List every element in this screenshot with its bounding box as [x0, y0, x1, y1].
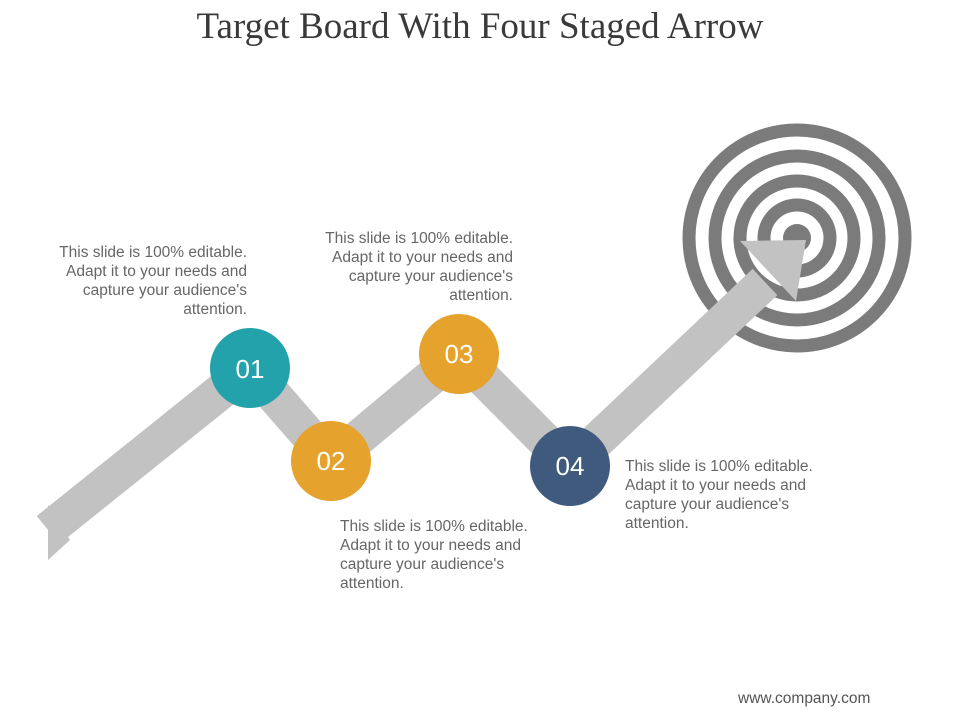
stage-marker-03: 03: [419, 314, 499, 394]
stage-marker-04: 04: [530, 426, 610, 506]
stage-description-02: This slide is 100% editable. Adapt it to…: [340, 518, 528, 592]
stage-description-04: This slide is 100% editable. Adapt it to…: [625, 458, 813, 532]
stage-marker-01: 01: [210, 328, 290, 408]
target-ring-2: [708, 149, 886, 327]
arrow-tail-cap: [48, 505, 70, 560]
stage-circle-04: [530, 426, 610, 506]
target-ring-1: [682, 123, 912, 353]
target-board-icon: [682, 123, 912, 353]
arrow-head: [740, 240, 806, 301]
stage-circle-03: [419, 314, 499, 394]
stage-description-03: This slide is 100% editable. Adapt it to…: [325, 230, 513, 304]
stage-circle-01: [210, 328, 290, 408]
zigzag-arrow: [36, 240, 806, 560]
stage-circle-02: [291, 421, 371, 501]
stage-marker-02: 02: [291, 421, 371, 501]
stage-description-01: This slide is 100% editable. Adapt it to…: [59, 244, 247, 318]
stage-number-03: 03: [445, 339, 474, 369]
stage-number-01: 01: [236, 354, 265, 384]
arrow-shaft: [36, 268, 778, 545]
footer-url: www.company.com: [738, 690, 871, 707]
stage-number-02: 02: [317, 446, 346, 476]
slide-title: Target Board With Four Staged Arrow: [196, 6, 764, 47]
target-ring-3: [733, 174, 861, 302]
stage-number-04: 04: [556, 451, 585, 481]
